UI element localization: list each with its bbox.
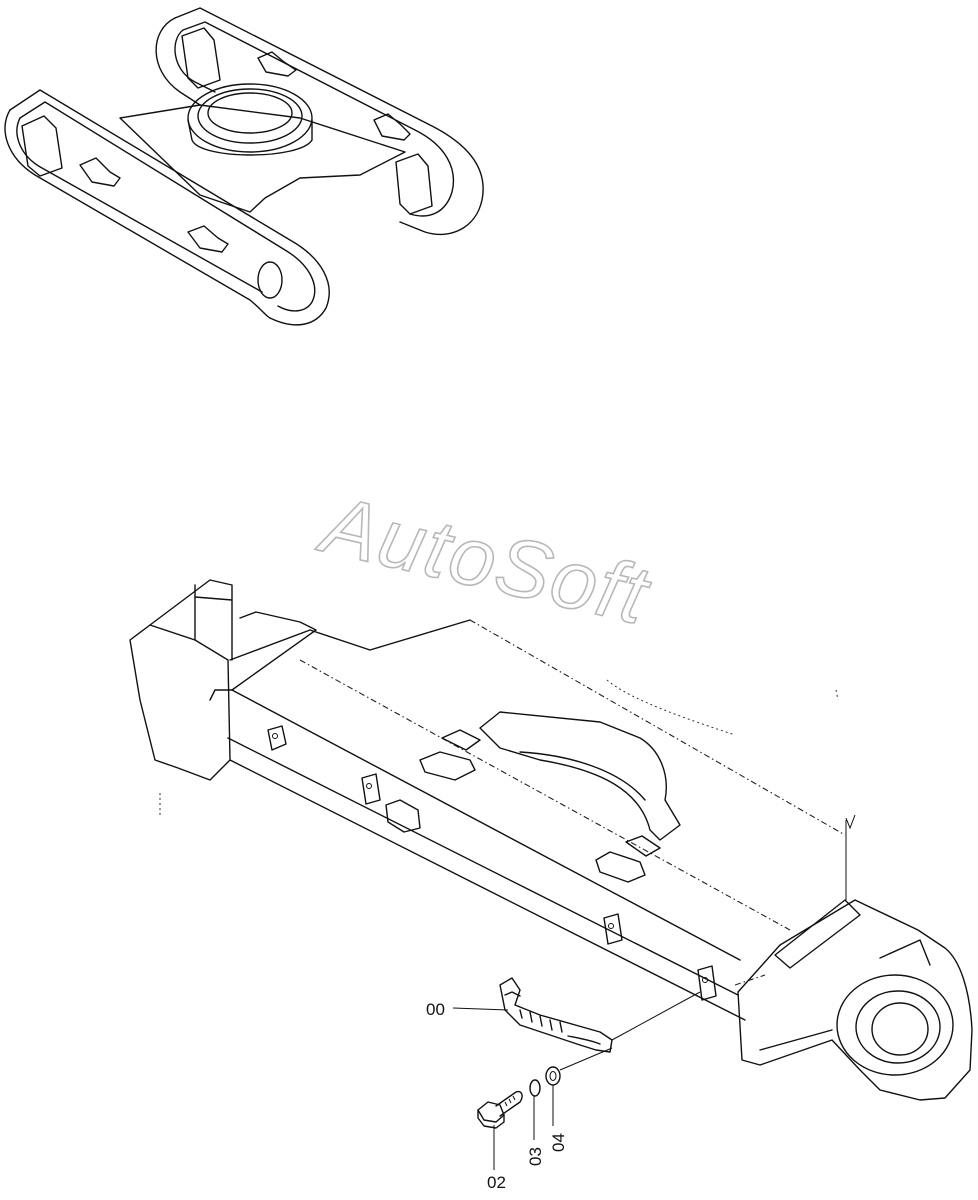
plain-washer (545, 1047, 613, 1126)
callout-leader-00 (452, 1007, 509, 1011)
callout-04: 04 (549, 1133, 568, 1152)
callout-02: 02 (487, 1173, 506, 1192)
autosoft-watermark: AutoSoft (309, 477, 659, 643)
callout-03: 03 (526, 1147, 545, 1166)
undercarriage-overview-icon (4, 7, 484, 326)
track-frame-icon (129, 579, 973, 1101)
callout-00: 00 (426, 1000, 445, 1019)
watermark-text: AutoSoft (310, 478, 659, 642)
track-guard-bracket (499, 977, 701, 1053)
washer-icon (529, 1079, 541, 1140)
bolt-icon (477, 1090, 523, 1170)
